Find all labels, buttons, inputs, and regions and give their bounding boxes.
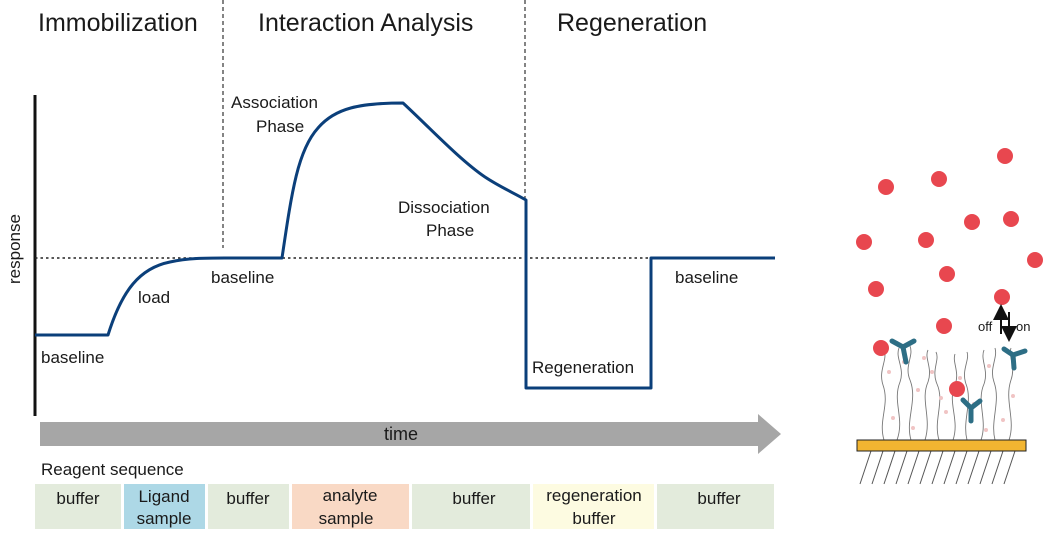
analyte-particle-icon <box>931 171 947 187</box>
reagent-label-7: buffer <box>697 489 741 508</box>
reagent-box-1 <box>35 484 121 529</box>
sensorgram-curve <box>35 101 775 390</box>
phase-title-interaction: Interaction Analysis <box>258 9 473 37</box>
reagent-label-4a: analyte <box>323 486 378 505</box>
reagent-box-5 <box>412 484 530 529</box>
reagent-label-2a: Ligand <box>138 487 189 506</box>
antibody-icon <box>1001 346 1028 371</box>
reagent-label-5: buffer <box>452 489 496 508</box>
analyte-particles <box>856 148 1043 397</box>
reagent-label-6b: buffer <box>572 509 616 528</box>
reagent-label-2b: sample <box>137 509 192 528</box>
analyte-particle-icon <box>856 234 872 250</box>
analyte-particle-icon <box>878 179 894 195</box>
analyte-particle-icon <box>868 281 884 297</box>
reagent-sequence-bar: buffer Ligand sample buffer analyte samp… <box>35 484 774 529</box>
antibody-icon <box>889 338 917 365</box>
label-dissociation-2: Phase <box>426 221 474 240</box>
on-label: on <box>1016 319 1030 334</box>
phase-title-immobilization: Immobilization <box>38 9 198 37</box>
label-association-2: Phase <box>256 117 304 136</box>
label-regeneration: Regeneration <box>532 358 634 377</box>
surface-hatching <box>859 450 1016 485</box>
reagent-label-4b: sample <box>319 509 374 528</box>
phase-title-regeneration: Regeneration <box>557 9 707 37</box>
label-load: load <box>138 288 170 307</box>
analyte-particle-icon <box>873 340 889 356</box>
sensor-surface <box>856 439 1027 452</box>
reagent-label-6a: regeneration <box>546 486 641 505</box>
label-baseline-start: baseline <box>41 348 104 367</box>
matrix-dots <box>887 356 1015 432</box>
time-arrow-icon <box>40 414 781 454</box>
analyte-particle-icon <box>994 289 1010 305</box>
analyte-particle-icon <box>936 318 952 334</box>
off-label: off <box>978 319 993 334</box>
reagent-box-3 <box>208 484 289 529</box>
reagent-label-3: buffer <box>226 489 270 508</box>
binding-illustration: off on <box>856 148 1043 485</box>
analyte-particle-icon <box>964 214 980 230</box>
label-baseline-mid: baseline <box>211 268 274 287</box>
analyte-particle-icon <box>949 381 965 397</box>
reagent-box-6 <box>533 484 654 529</box>
label-baseline-end: baseline <box>675 268 738 287</box>
reagent-box-7 <box>657 484 774 529</box>
time-label: time <box>384 424 418 444</box>
reagent-box-2 <box>124 484 205 529</box>
analyte-particle-icon <box>1003 211 1019 227</box>
reagent-label-1: buffer <box>56 489 100 508</box>
reagent-box-4 <box>292 484 409 529</box>
y-axis-label: response <box>5 214 24 284</box>
analyte-particle-icon <box>939 266 955 282</box>
reagent-sequence-title: Reagent sequence <box>41 460 184 479</box>
analyte-particle-icon <box>1027 252 1043 268</box>
analyte-particle-icon <box>997 148 1013 164</box>
polymer-matrix <box>881 345 1014 441</box>
analyte-particle-icon <box>918 232 934 248</box>
antibody-icon <box>960 397 983 424</box>
label-association-1: Association <box>231 93 318 112</box>
label-dissociation-1: Dissociation <box>398 198 490 217</box>
